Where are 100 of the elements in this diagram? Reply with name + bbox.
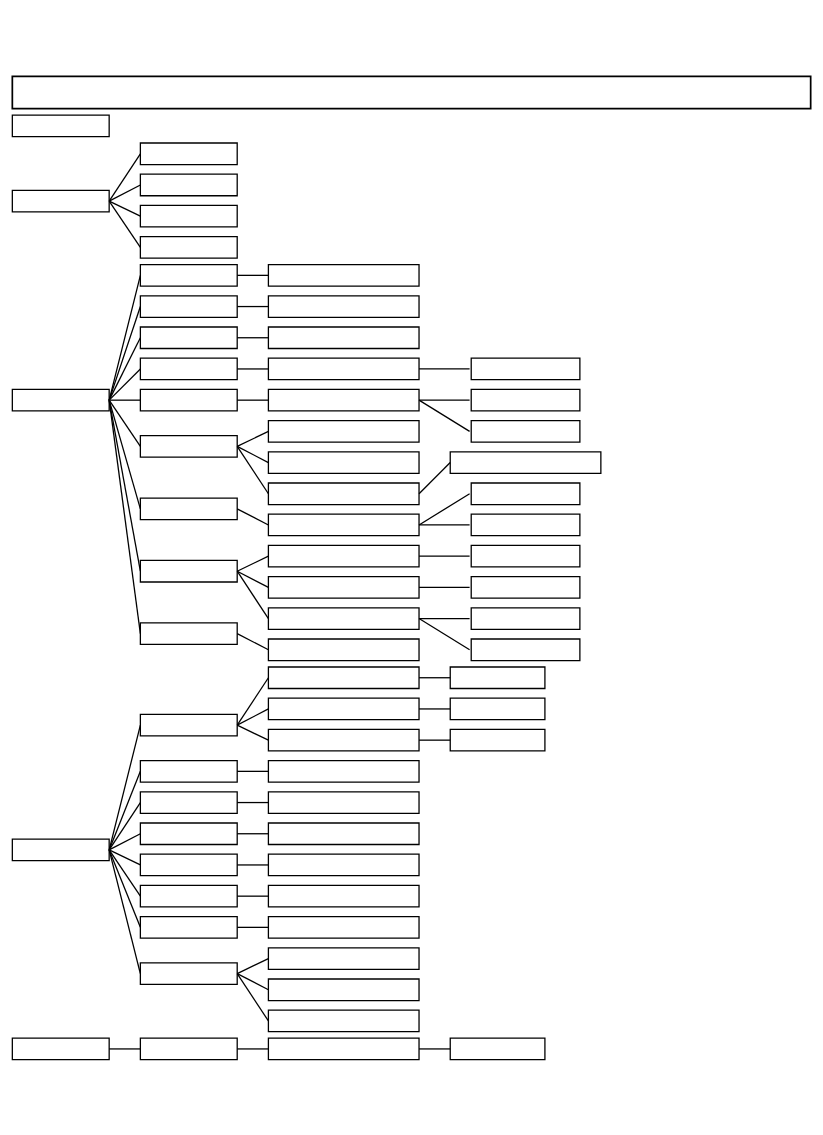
node-box [139,853,238,876]
connector [418,1047,451,1050]
node-box [139,325,238,349]
connector [236,632,270,650]
connector [236,972,270,990]
connector [108,336,141,401]
connector [108,770,141,851]
node-box [470,513,581,536]
connector [236,507,270,526]
connector [236,723,270,741]
connector [108,848,141,974]
connector [418,555,471,557]
node-box [139,961,238,985]
node-box [267,915,420,939]
node-box [470,637,581,661]
connector [418,523,471,526]
node-box [470,481,581,505]
node-box [470,544,581,568]
connector [108,848,141,928]
connector [236,555,270,572]
connector [236,957,270,974]
connector [236,972,270,1022]
node-box [139,141,238,165]
connector [236,707,270,726]
connector [108,274,141,401]
connector [418,676,451,678]
connector [236,1047,270,1050]
node-box [139,759,238,783]
node-box [267,544,420,568]
node-box [139,496,238,520]
node-box [449,1037,546,1060]
connector [108,305,141,401]
connector [108,399,141,634]
connector [108,848,141,897]
connector [108,399,141,509]
node-box [139,434,238,458]
node-box [267,325,420,349]
connector [236,895,270,897]
connector [236,770,270,772]
node-box [267,263,420,287]
node-box [267,575,420,599]
node-box [267,419,420,443]
connector [418,461,451,494]
connector [108,832,141,851]
node-box [267,697,420,720]
node-box [267,388,420,412]
node-box [470,419,581,443]
node-box [449,728,546,752]
node-box [139,357,238,380]
node-box [449,697,546,720]
node-box [139,559,238,583]
node-box [470,606,581,630]
node-box [139,713,238,736]
node-box [11,74,812,109]
node-box [139,294,238,318]
connector [418,586,471,588]
connector [236,445,270,463]
connector [236,676,270,726]
node-box [470,575,581,599]
connector [236,274,270,276]
connector [236,305,270,307]
node-box [267,450,420,474]
connector [108,399,141,447]
node-box [267,853,420,876]
node-box [449,665,546,689]
connector [108,723,141,851]
connector [108,801,141,851]
connector [418,399,471,432]
node-box [267,759,420,783]
node-box [267,1009,420,1032]
connector [108,399,141,401]
node-box [139,1037,238,1060]
node-box [139,915,238,939]
connector [418,492,471,526]
node-box [139,790,238,814]
node-box [267,977,420,1001]
node-box [267,637,420,661]
node-box [139,235,238,259]
node-box [267,1037,420,1060]
connector [236,832,270,834]
connector [108,199,141,248]
node-box [11,1037,110,1060]
node-box [11,388,110,412]
node-box [267,481,420,505]
node-box [267,946,420,970]
node-box [267,606,420,630]
node-box [139,204,238,228]
node-box [267,728,420,752]
connector [108,848,141,866]
connector [236,336,270,338]
connector [418,707,451,710]
node-box [139,388,238,412]
connector [236,399,270,401]
connector [108,199,141,217]
connector [418,399,471,401]
node-box [267,884,420,908]
node-box [449,450,602,474]
node-box [470,388,581,412]
node-box [267,513,420,536]
node-box [267,665,420,689]
